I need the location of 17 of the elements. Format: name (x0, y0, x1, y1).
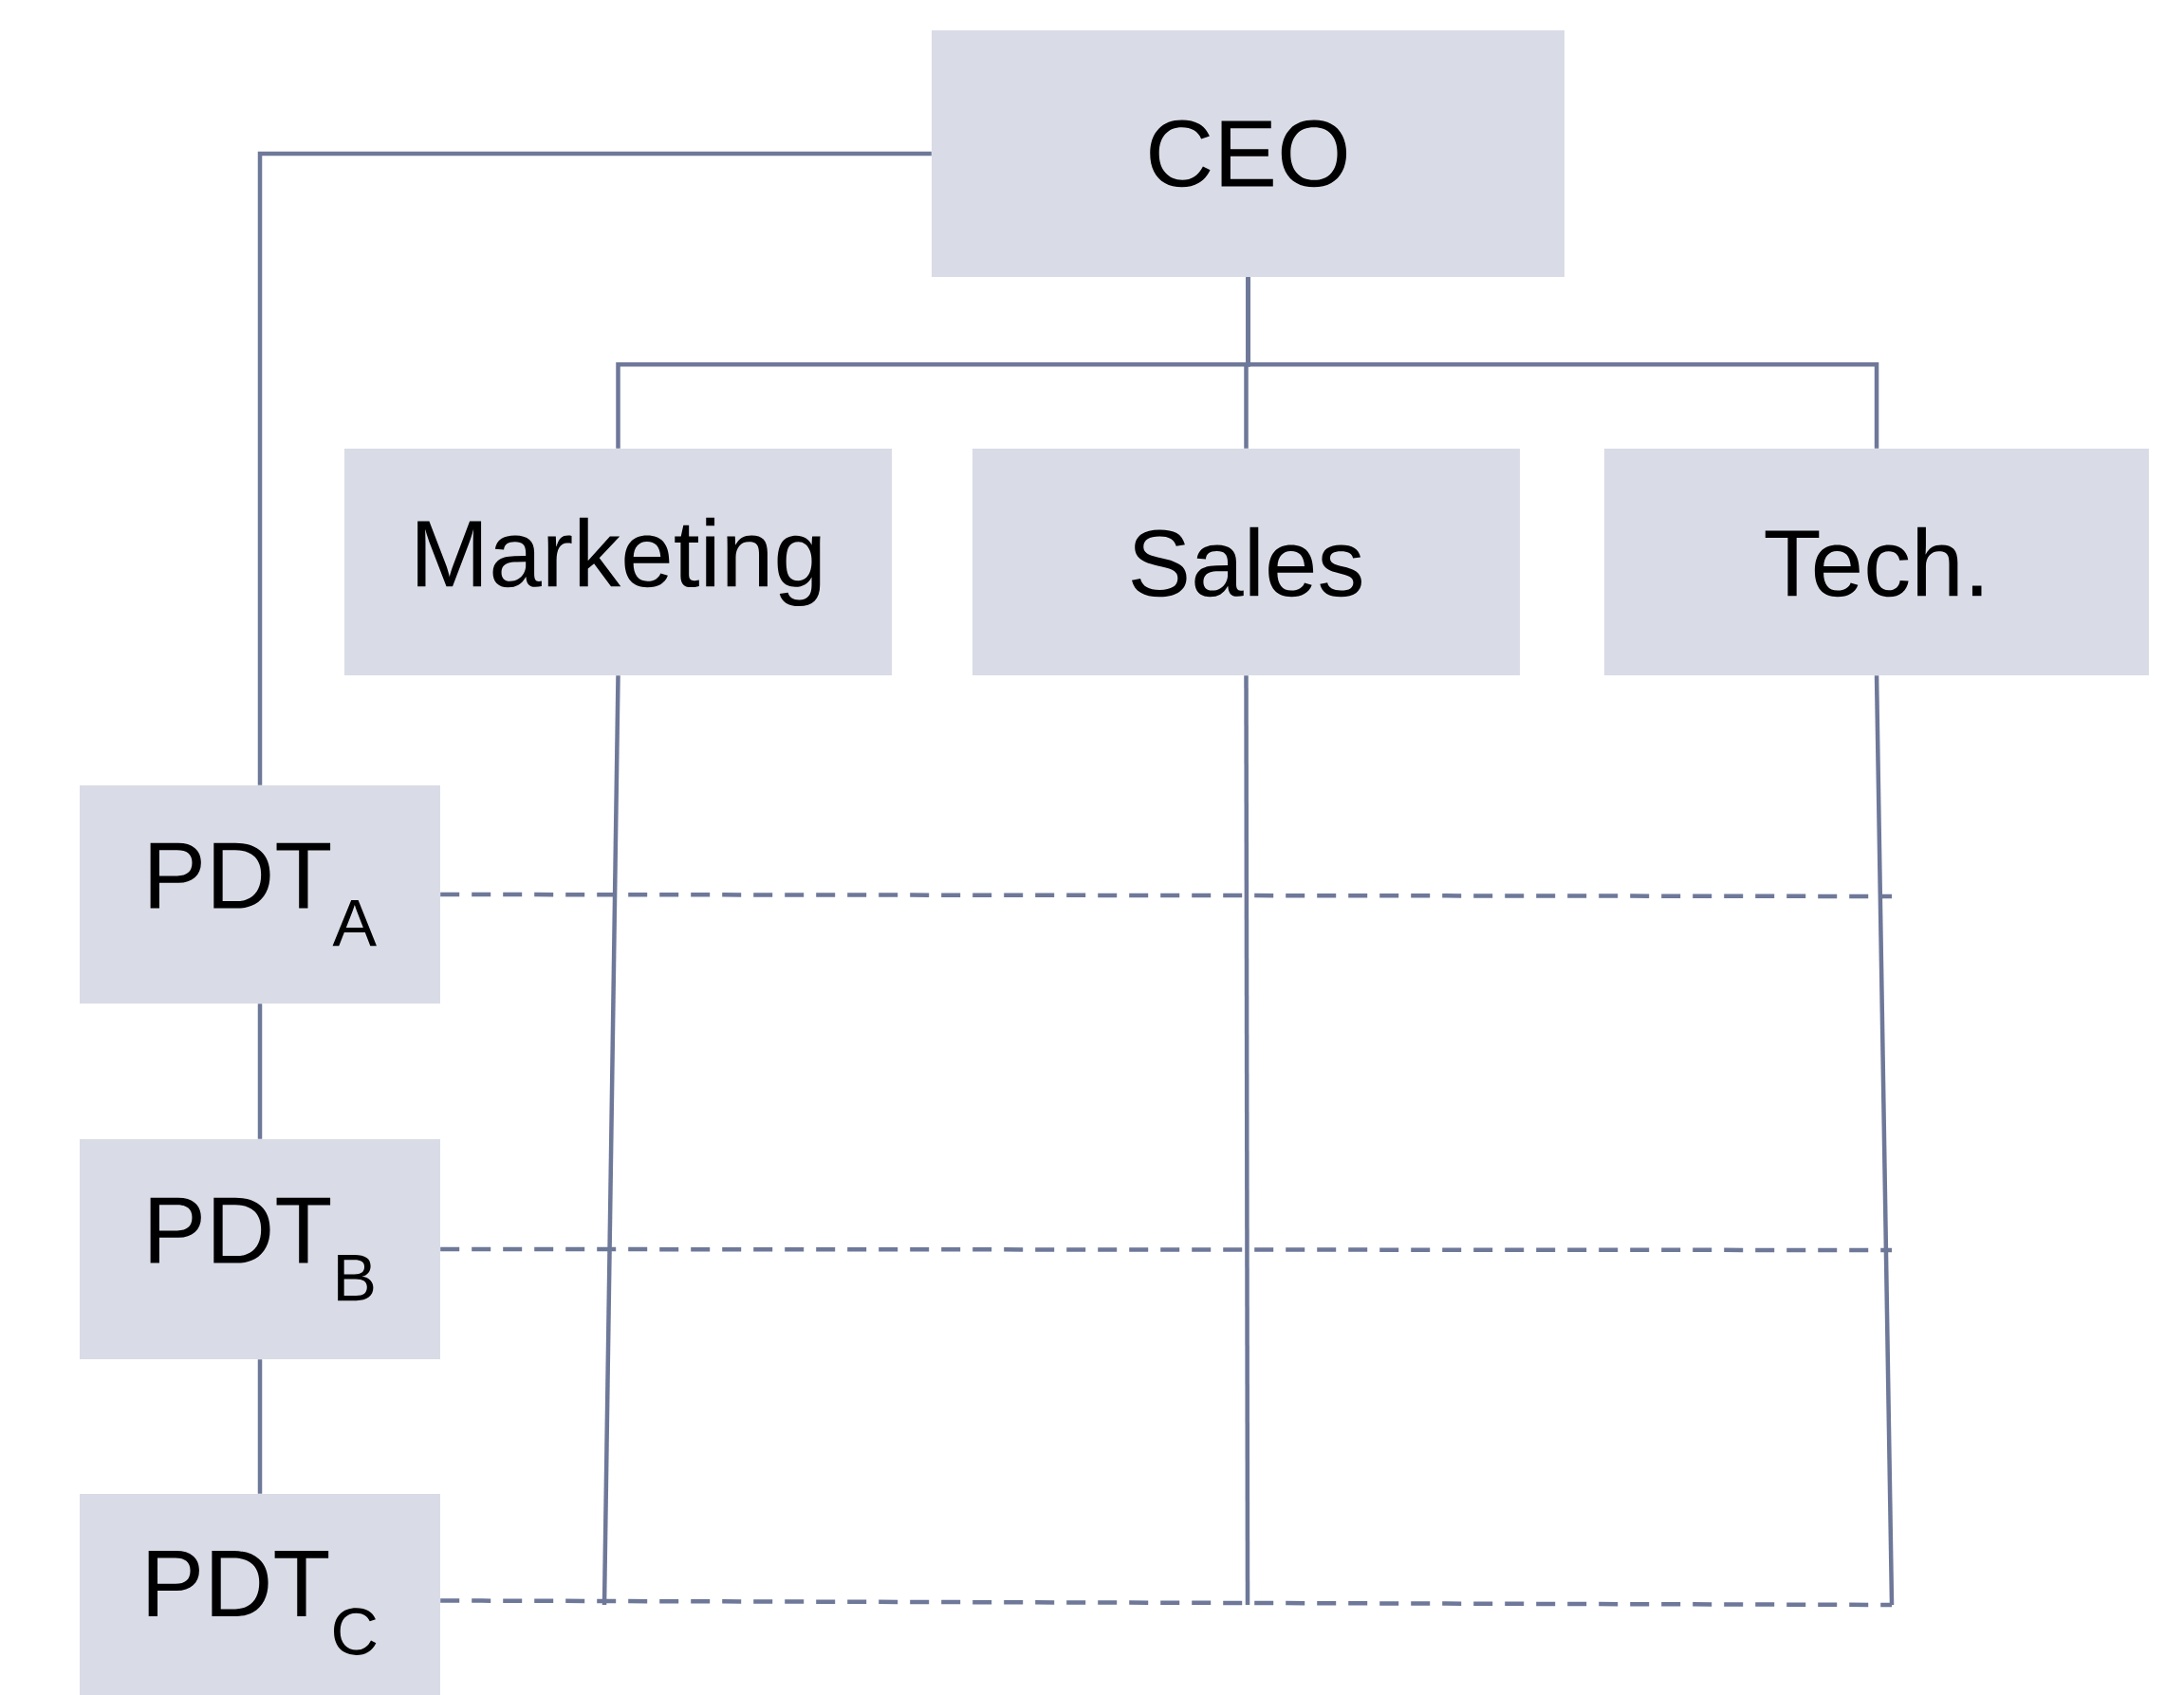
org-box: PDT$_{B}$ (80, 1139, 440, 1359)
org-box: Sales (972, 448, 1520, 675)
org-box: PDT$_{A}$ (80, 785, 440, 1004)
dashed-line (440, 892, 1893, 899)
connector-line (1246, 277, 1879, 449)
connector-line (257, 151, 932, 785)
connector-line (1244, 675, 1250, 1605)
connector-line (1874, 675, 1895, 1605)
connector-line (602, 675, 620, 1605)
dashed-line (440, 1246, 1893, 1253)
connector-line (257, 1359, 263, 1494)
org-box: CEO (932, 29, 1564, 277)
org-box: PDT$_{C}$ (80, 1494, 440, 1695)
connector-line (257, 1004, 263, 1139)
dashed-line (440, 1598, 1893, 1608)
org-box: Tech. (1604, 448, 2149, 675)
org-box: Marketing (344, 448, 892, 675)
